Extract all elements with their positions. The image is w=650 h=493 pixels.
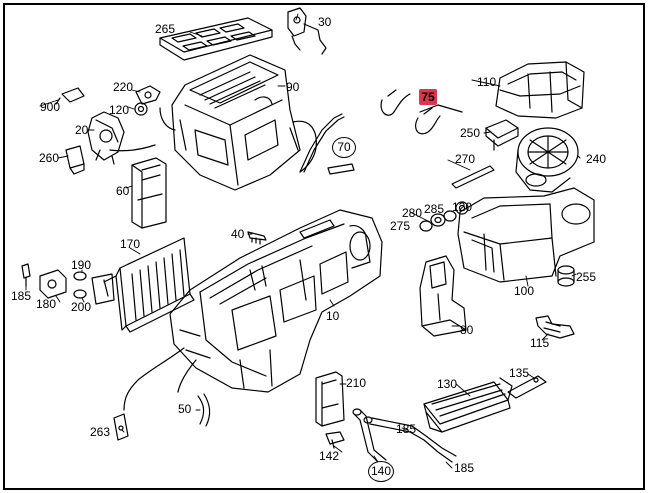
part-180-expansion-valve-icon (39, 269, 67, 299)
diagram-frame (3, 3, 645, 490)
label-115[interactable]: 115 (530, 336, 550, 350)
part-220-lever-icon (135, 85, 161, 105)
part-210-filter-panel-icon (315, 371, 345, 427)
label-180[interactable]: 180 (36, 297, 57, 311)
part-30-actuator-icon (287, 7, 327, 55)
part-135-clamp-icon (507, 375, 547, 399)
label-75-highlighted[interactable]: 75 (419, 89, 437, 105)
label-130[interactable]: 130 (437, 377, 458, 391)
part-20-servo-motor-icon (87, 111, 125, 165)
part-255-bushing-icon (557, 265, 575, 287)
part-185-bolt-icon (21, 263, 31, 287)
label-275[interactable]: 275 (390, 219, 411, 233)
label-185-right[interactable]: 185 (454, 461, 475, 475)
part-115-clip-icon (535, 315, 575, 339)
label-135[interactable]: 135 (509, 366, 530, 380)
label-50[interactable]: 50 (178, 402, 192, 416)
label-200[interactable]: 200 (71, 300, 92, 314)
cable-icon (177, 359, 197, 393)
part-70-rod-icon (299, 113, 345, 173)
label-10[interactable]: 10 (326, 309, 340, 323)
leader-lines (25, 13, 581, 469)
part-130-heater-core-icon (423, 377, 513, 433)
label-110[interactable]: 110 (477, 75, 497, 89)
label-255[interactable]: 255 (576, 270, 597, 284)
part-142-hose-icon (325, 431, 345, 449)
label-120-top[interactable]: 120 (109, 103, 130, 117)
label-170[interactable]: 170 (120, 237, 141, 251)
label-90[interactable]: 90 (286, 80, 300, 94)
part-900-plug-icon (55, 87, 85, 105)
part-80-flap-icon (419, 255, 467, 337)
label-185-left[interactable]: 185 (11, 289, 32, 303)
part-190-seal-icon (73, 271, 87, 281)
part-170-evaporator-icon (103, 237, 195, 333)
label-265[interactable]: 265 (155, 22, 176, 36)
part-110-blower-cover-icon (495, 61, 585, 119)
part-100-blower-housing-icon (457, 187, 595, 283)
part-40-screw-icon (247, 231, 267, 245)
cable-icon (159, 107, 176, 131)
label-250[interactable]: 250 (460, 126, 481, 140)
label-60[interactable]: 60 (116, 184, 130, 198)
label-285[interactable]: 285 (424, 202, 445, 216)
part-50-hose-icon (197, 393, 211, 427)
label-270[interactable]: 270 (455, 152, 476, 166)
cable-icon (109, 144, 156, 152)
label-220[interactable]: 220 (113, 80, 134, 94)
part-75-hose-icon (380, 89, 441, 135)
label-80[interactable]: 80 (460, 323, 474, 337)
part-120-grommet-icon (134, 102, 148, 116)
part-240-blower-motor-icon (515, 127, 579, 193)
label-900[interactable]: 900 (40, 100, 61, 114)
label-263[interactable]: 263 (90, 425, 111, 439)
label-120-right[interactable]: 120 (452, 200, 473, 214)
label-260[interactable]: 260 (39, 151, 60, 165)
label-142[interactable]: 142 (319, 449, 340, 463)
label-190[interactable]: 190 (71, 258, 92, 272)
part-90-upper-housing-icon (171, 54, 301, 191)
part-270-seal-strip-icon (451, 165, 495, 189)
part-10-heater-box-icon (169, 209, 383, 393)
label-140[interactable]: 140 (368, 461, 394, 482)
label-40[interactable]: 40 (231, 227, 245, 241)
part-263-bracket-icon (113, 413, 129, 441)
part-260-connector-icon (65, 145, 85, 175)
part-60-duct-icon (131, 157, 167, 229)
part-280-ring-icon (430, 213, 446, 227)
part-285-ring-icon (443, 210, 457, 222)
label-70[interactable]: 70 (332, 137, 356, 158)
part-70-bracket-icon (327, 163, 355, 175)
label-240[interactable]: 240 (586, 152, 607, 166)
part-275-ring-icon (419, 220, 433, 232)
valve-pipe-icon (91, 273, 115, 305)
label-20[interactable]: 20 (75, 123, 89, 137)
label-185-mid[interactable]: 185 (396, 422, 417, 436)
label-100[interactable]: 100 (514, 284, 535, 298)
part-250-resistor-icon (485, 119, 519, 151)
part-265-filter-icon (159, 17, 273, 61)
cable-icon (123, 347, 185, 411)
part-140-pipe-icon (352, 408, 457, 465)
leader-line (419, 104, 463, 113)
part-200-seal-icon (73, 289, 87, 299)
label-30[interactable]: 30 (318, 15, 332, 29)
label-280[interactable]: 280 (402, 206, 423, 220)
label-210[interactable]: 210 (346, 376, 367, 390)
